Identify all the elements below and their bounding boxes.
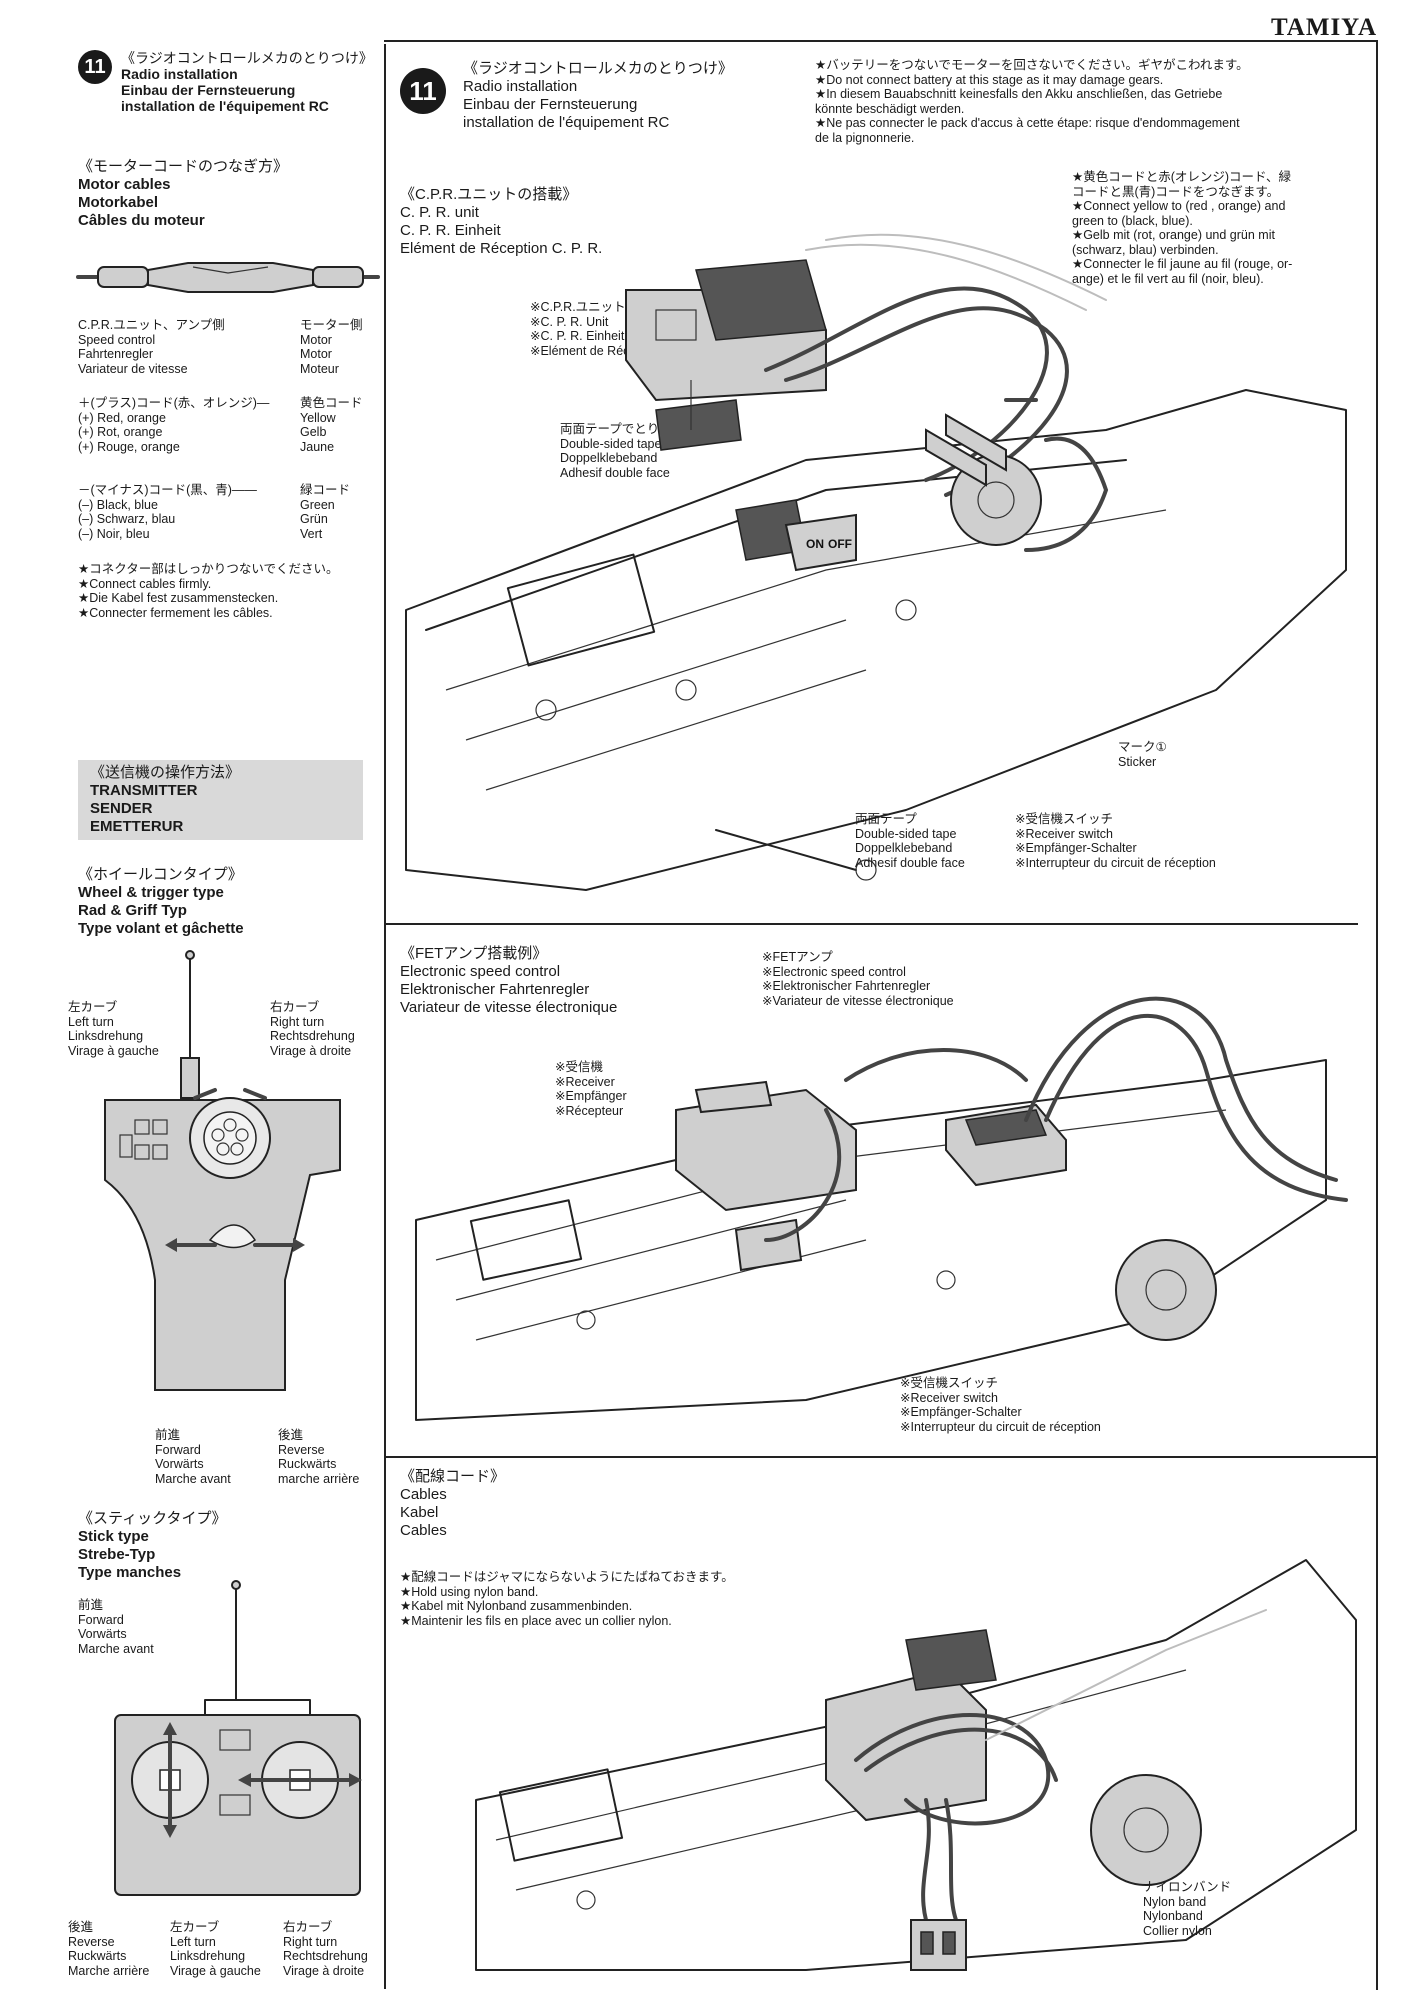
- motor-side-label: モーター側 Motor Motor Moteur: [300, 318, 363, 376]
- fet-chassis-illustration: [415, 996, 1348, 1421]
- wheel-right-turn-label: 右カーブ Right turn Rechtsdrehung Virage à d…: [270, 1000, 355, 1058]
- cables-chassis-illustration: [475, 1559, 1357, 1971]
- cpr-mount-title: 《C.P.R.ユニットの搭載》 C. P. R. unit C. P. R. E…: [400, 186, 603, 257]
- fet-amp-title: 《FETアンプ搭載例》 Electronic speed control Ele…: [400, 945, 618, 1016]
- motor-connector-illustration: [76, 262, 380, 293]
- frame-right-border: [1376, 40, 1378, 1990]
- connect-yellow-note: ★黄色コードと赤(オレンジ)コード、緑 コードと黒(青)コードをつなぎます。 ★…: [1072, 170, 1293, 286]
- stick-type-title: 《スティックタイプ》 Stick type Strebe-Typ Type ma…: [78, 1510, 227, 1581]
- transmitter-title: 《送信機の操作方法》 TRANSMITTER SENDER EMETTERUR: [90, 764, 241, 835]
- left-step-number: 11: [78, 50, 112, 84]
- cables-note: ★配線コードはジャマにならないようにたばねておきます。 ★Hold using …: [400, 1570, 734, 1628]
- cables-title: 《配線コード》 Cables Kabel Cables: [400, 1468, 506, 1539]
- speed-control-side-label: C.P.R.ユニット、アンプ側 Speed control Fahrtenreg…: [78, 318, 225, 376]
- brand-logo: TAMIYA: [1270, 14, 1377, 41]
- wheel-transmitter-illustration: [104, 950, 341, 1391]
- section-divider-1: [386, 923, 1358, 925]
- switch-on-text: ON: [806, 537, 824, 551]
- switch-off-text: OFF: [828, 537, 852, 551]
- page-divider-vertical: [384, 44, 386, 1989]
- main-step-title: 《ラジオコントロールメカのとりつけ》 Radio installation Ei…: [463, 60, 733, 131]
- double-tape-bottom-label: 両面テープ Double-sided tape Doppelklebeband …: [855, 812, 965, 870]
- fet-amp-label: ※FETアンプ ※Electronic speed control ※Elekt…: [762, 950, 954, 1008]
- minus-motor-label: 緑コード Green Grün Vert: [300, 483, 351, 541]
- stick-reverse-label: 後進 Reverse Ruckwärts Marche arrière: [68, 1920, 150, 1978]
- connect-firmly-note: ★コネクター部はしっかりつないでください。 ★Connect cables fi…: [78, 562, 339, 620]
- stick-transmitter-illustration: [114, 1580, 362, 1896]
- receiver-switch-label: ※受信機スイッチ ※Receiver switch ※Empfänger-Sch…: [1015, 812, 1216, 870]
- receiver-label: ※受信機 ※Receiver ※Empfänger ※Récepteur: [555, 1060, 627, 1118]
- main-step-number: 11: [400, 68, 446, 114]
- motor-cables-title: 《モーターコードのつなぎ方》 Motor cables Motorkabel C…: [78, 158, 289, 229]
- battery-warning: ★バッテリーをつないでモーターを回さないでください。ギヤがこわれます。 ★Do …: [815, 58, 1249, 145]
- wheel-forward-label: 前進 Forward Vorwärts Marche avant: [155, 1428, 231, 1486]
- wheel-reverse-label: 後進 Reverse Ruckwärts marche arrière: [278, 1428, 360, 1486]
- nylon-band-label: ナイロンバンド Nylon band Nylonband Collier nyl…: [1143, 1880, 1232, 1938]
- left-step-title: 《ラジオコントロールメカのとりつけ》 Radio installation Ei…: [121, 50, 373, 114]
- wheel-type-title: 《ホイールコンタイプ》 Wheel & trigger type Rad & G…: [78, 866, 244, 937]
- stick-right-turn-label: 右カーブ Right turn Rechtsdrehung Virage à d…: [283, 1920, 368, 1978]
- cpr-chassis-illustration: ON OFF: [405, 233, 1347, 891]
- plus-cable-label: ＋(プラス)コード(赤、オレンジ)— (+) Red, orange (+) R…: [78, 396, 270, 454]
- minus-cable-label: －(マイナス)コード(黒、青)—— (–) Black, blue (–) Sc…: [78, 483, 257, 541]
- stick-forward-label: 前進 Forward Vorwärts Marche avant: [78, 1598, 154, 1656]
- sticker-label: マーク① Sticker: [1118, 740, 1167, 769]
- wheel-left-turn-label: 左カーブ Left turn Linksdrehung Virage à gau…: [68, 1000, 159, 1058]
- transmitter-title-box: [78, 760, 363, 840]
- frame-top-border: [384, 40, 1378, 42]
- plus-motor-label: 黄色コード Yellow Gelb Jaune: [300, 396, 363, 454]
- stick-left-turn-label: 左カーブ Left turn Linksdrehung Virage à gau…: [170, 1920, 261, 1978]
- receiver-switch-label-2: ※受信機スイッチ ※Receiver switch ※Empfänger-Sch…: [900, 1376, 1101, 1434]
- section-divider-2: [386, 1456, 1376, 1458]
